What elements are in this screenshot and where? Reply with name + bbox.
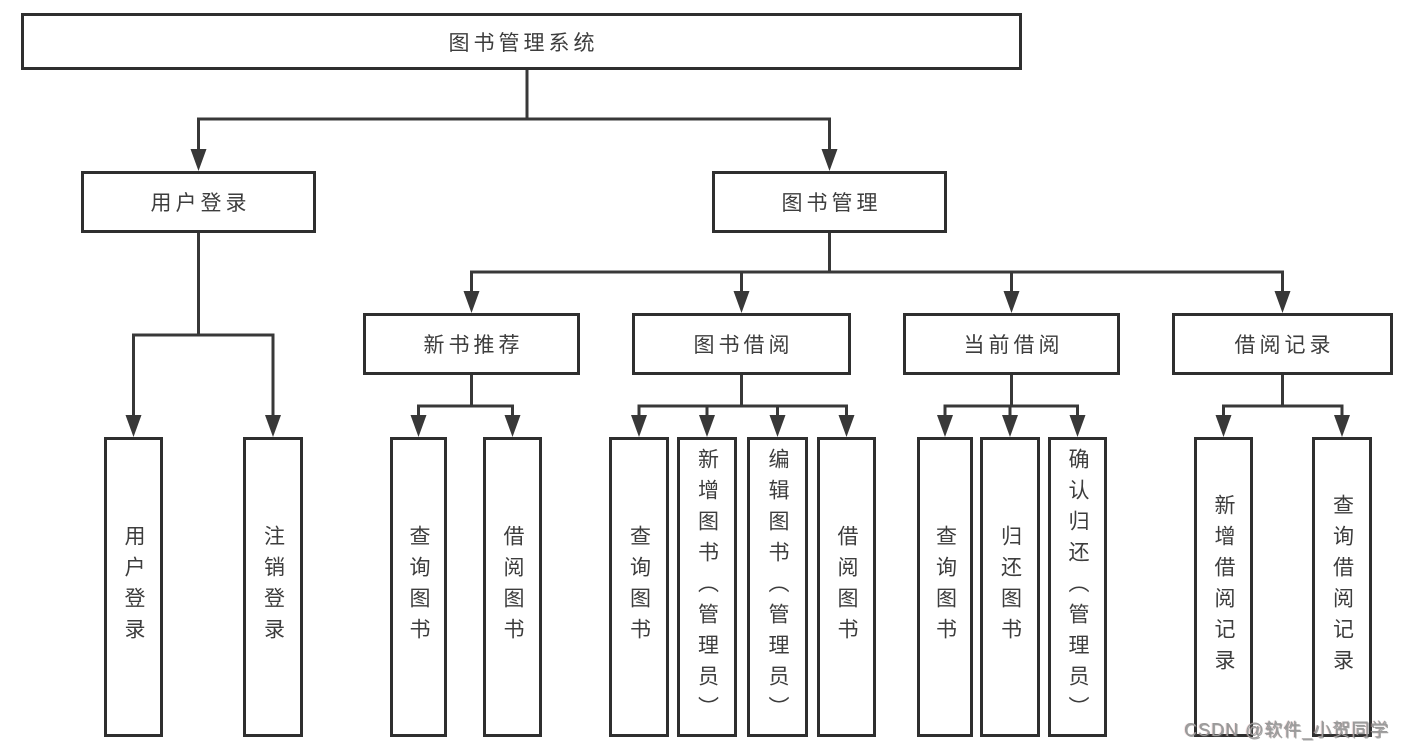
leaf-user-login: 用户登录 <box>104 437 163 737</box>
node-book-management: 图书管理 <box>712 171 947 233</box>
node-book-management-label: 图书管理 <box>781 192 882 215</box>
node-current-borrow-label: 当前借阅 <box>963 334 1064 357</box>
leaf-query-books-borrow: 查询图书 <box>609 437 669 737</box>
leaf-user-login-label: 用户登录 <box>122 525 145 649</box>
node-new-book-recommend-label: 新书推荐 <box>423 334 524 357</box>
leaf-confirm-return-admin-label: 确认归还（管理员） <box>1066 447 1089 727</box>
leaf-return-book: 归还图书 <box>980 437 1040 737</box>
node-book-borrow: 图书借阅 <box>632 313 851 375</box>
node-new-book-recommend: 新书推荐 <box>363 313 580 375</box>
leaf-borrow-book: 借阅图书 <box>817 437 876 737</box>
node-user-login: 用户登录 <box>81 171 316 233</box>
node-borrow-records-label: 借阅记录 <box>1234 334 1335 357</box>
leaf-edit-book-admin: 编辑图书（管理员） <box>747 437 808 737</box>
leaf-add-borrow-record: 新增借阅记录 <box>1194 437 1253 737</box>
leaf-return-book-label: 归还图书 <box>998 525 1022 649</box>
node-root: 图书管理系统 <box>21 13 1022 70</box>
leaf-edit-book-admin-label: 编辑图书（管理员） <box>766 447 789 727</box>
leaf-logout-label: 注销登录 <box>261 525 285 649</box>
leaf-query-books-current-label: 查询图书 <box>933 525 957 649</box>
leaf-query-books-borrow-label: 查询图书 <box>627 525 651 649</box>
leaf-add-borrow-record-label: 新增借阅记录 <box>1212 494 1235 680</box>
node-book-borrow-label: 图书借阅 <box>693 334 794 357</box>
leaf-query-borrow-record-label: 查询借阅记录 <box>1330 494 1354 680</box>
watermark-text: CSDN @软件_小贺同学 <box>1184 720 1390 740</box>
node-current-borrow: 当前借阅 <box>903 313 1120 375</box>
leaf-logout: 注销登录 <box>243 437 303 737</box>
node-root-label: 图书管理系统 <box>448 31 599 55</box>
leaf-borrow-book-label: 借阅图书 <box>835 525 858 649</box>
leaf-confirm-return-admin: 确认归还（管理员） <box>1048 437 1107 737</box>
leaf-query-books-recommend-label: 查询图书 <box>407 525 430 649</box>
node-user-login-label: 用户登录 <box>150 192 251 215</box>
node-borrow-records: 借阅记录 <box>1172 313 1393 375</box>
leaf-add-book-admin: 新增图书（管理员） <box>677 437 737 737</box>
leaf-borrow-book-recommend: 借阅图书 <box>483 437 542 737</box>
leaf-add-book-admin-label: 新增图书（管理员） <box>695 447 719 727</box>
leaf-query-books-current: 查询图书 <box>917 437 973 737</box>
leaf-query-books-recommend: 查询图书 <box>390 437 447 737</box>
leaf-borrow-book-recommend-label: 借阅图书 <box>501 525 524 649</box>
leaf-query-borrow-record: 查询借阅记录 <box>1312 437 1372 737</box>
